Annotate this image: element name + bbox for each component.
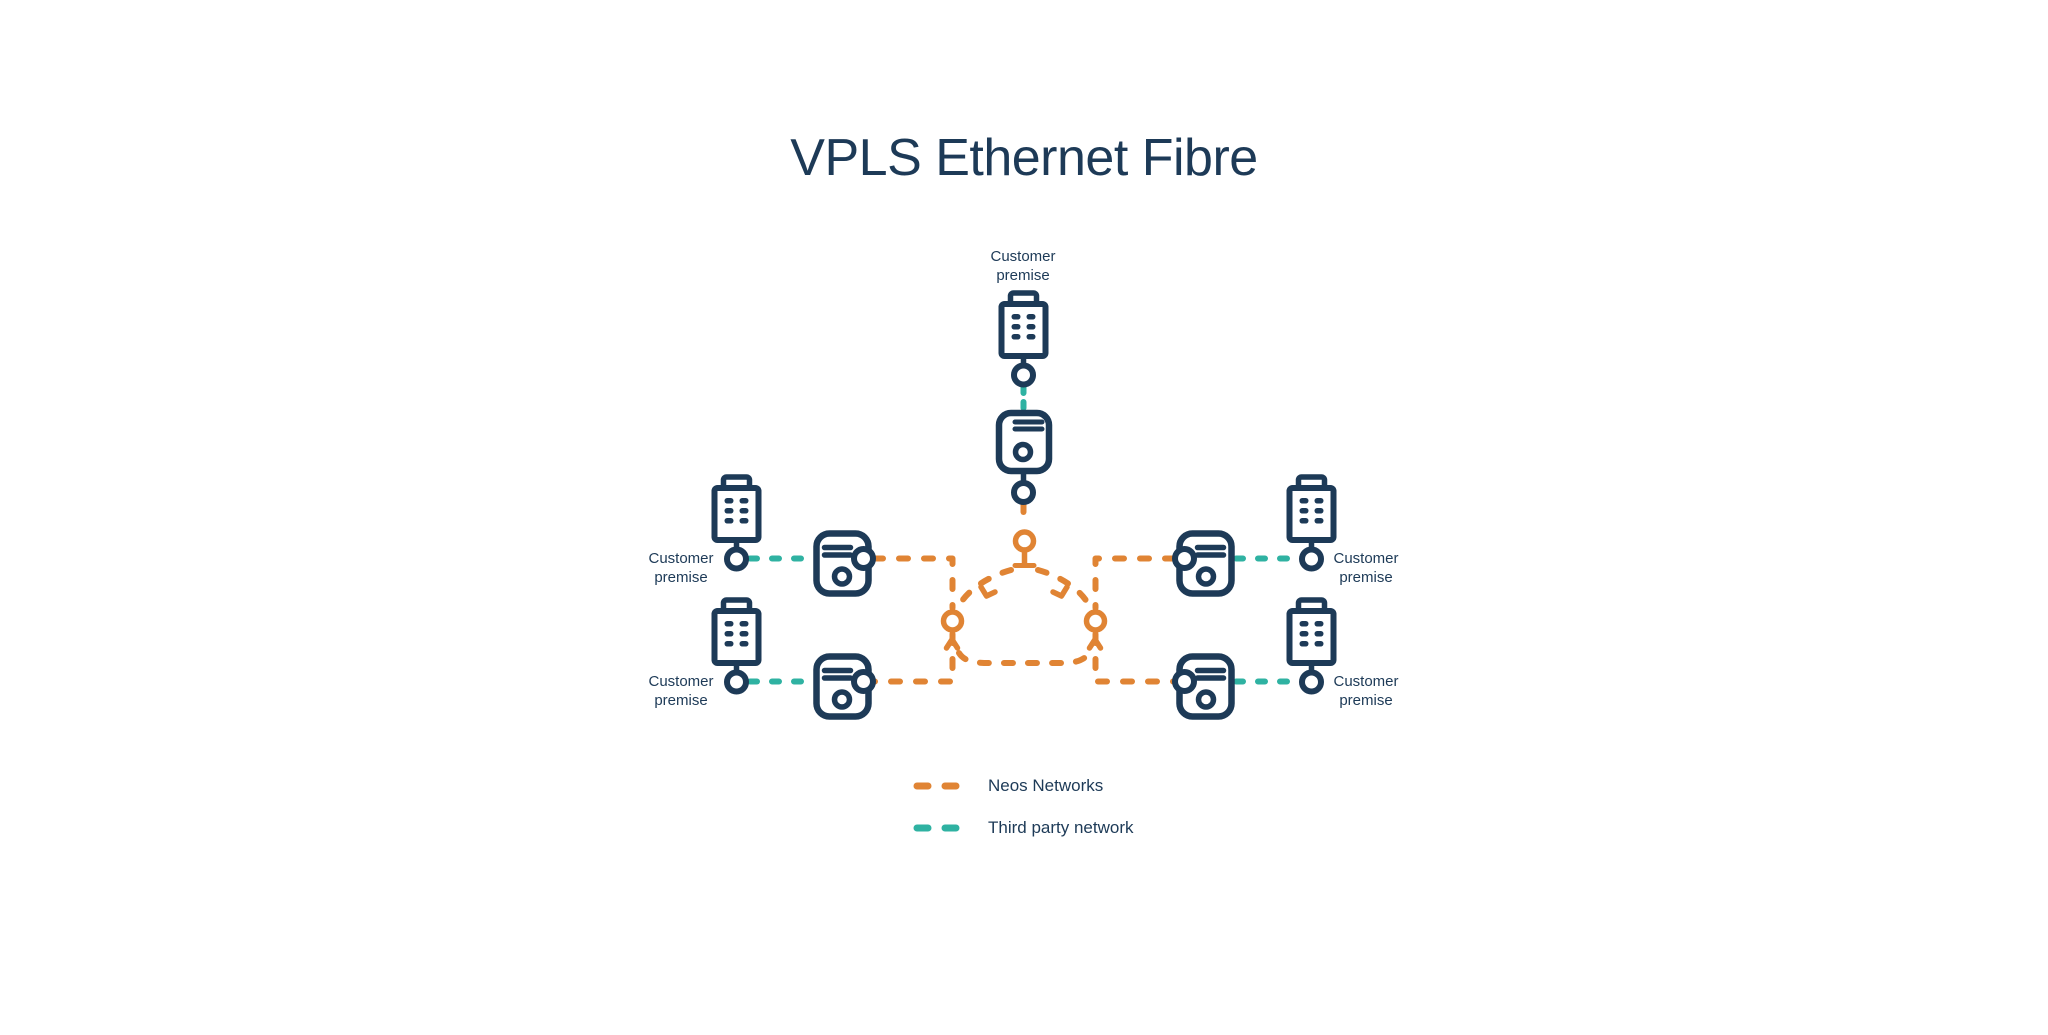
neos-network-links — [871, 500, 1177, 685]
orange-dash-icon — [913, 782, 960, 790]
legend-label: Neos Networks — [988, 776, 1104, 795]
building-icon-top — [1002, 293, 1046, 385]
customer-premise-label-bottom-right: Customer premise — [1333, 673, 1399, 709]
orange-link-bottom-right — [1092, 631, 1177, 685]
cloud-right-ring-icon — [1083, 609, 1108, 633]
cloud-bottom-arc — [956, 650, 1092, 667]
legend-label: Third party network — [988, 818, 1134, 837]
customer-premise-label-top-left: Customer premise — [648, 550, 714, 586]
third-party-links — [747, 384, 1301, 685]
server-icon-core — [999, 413, 1049, 502]
cloud-arrow-right — [1050, 584, 1070, 599]
legend: Neos Networks Third party network — [912, 774, 1134, 858]
orange-link-top-right — [1092, 555, 1177, 611]
cloud-upper-right-arc — [1035, 567, 1094, 612]
legend-item-third-party-network: Third party network — [912, 816, 1134, 840]
teal-dash-icon — [913, 824, 960, 832]
router-icon-top-right — [1175, 534, 1232, 594]
orange-link-bottom-left — [871, 631, 956, 685]
orange-link-top-left — [871, 555, 956, 611]
router-icon-bottom-right — [1175, 657, 1232, 717]
cloud-arrow-left — [978, 584, 998, 599]
cloud-left-ring-icon — [940, 609, 965, 633]
customer-premise-label-top: Customer premise — [990, 248, 1056, 284]
network-cloud-icon — [940, 529, 1108, 667]
customer-premise-label-top-right: Customer premise — [1333, 550, 1399, 586]
router-icon-bottom-left — [817, 657, 874, 717]
cloud-upper-left-arc — [954, 567, 1014, 612]
page-title: VPLS Ethernet Fibre — [790, 129, 1258, 187]
customer-premise-label-bottom-left: Customer premise — [648, 673, 714, 709]
router-icon-top-left — [817, 534, 874, 594]
cloud-arrow-bottom-left — [943, 636, 961, 651]
legend-item-neos-networks: Neos Networks — [912, 774, 1134, 798]
cloud-arrow-bottom-right — [1086, 636, 1104, 651]
